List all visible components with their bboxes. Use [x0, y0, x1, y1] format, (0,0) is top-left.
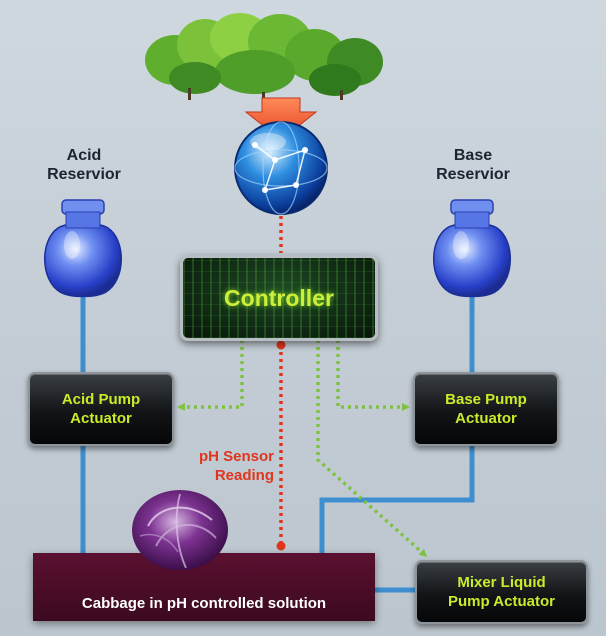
solution-label: Cabbage in pH controlled solution	[81, 595, 327, 612]
signal-to-acid-pump	[177, 340, 244, 411]
globe-network-icon	[234, 121, 328, 215]
acid-reservoir-label: Acid Reservior	[47, 147, 121, 183]
base-pump-actuator: Base Pump Actuator	[413, 372, 559, 446]
sensor-reading-label: pH Sensor Reading	[198, 448, 274, 484]
controller-label: Controller	[224, 284, 334, 311]
sensor-signal	[276, 340, 286, 551]
signal-to-mixer-pump	[316, 340, 428, 557]
jar-icon	[44, 199, 122, 298]
signal-to-base-pump	[336, 340, 410, 411]
pipes	[80, 292, 475, 593]
cabbage-icon	[132, 490, 228, 570]
jar-icon	[433, 199, 511, 298]
controller-node: Controller	[180, 255, 378, 341]
base-reservoir-label: Base Reservior	[436, 147, 510, 183]
control-signals	[177, 340, 428, 557]
mixer-liquid-pump-actuator: Mixer Liquid Pump Actuator	[415, 560, 588, 624]
pipe-base-pump-to-solution	[319, 445, 475, 553]
tree-cluster-icon	[145, 13, 383, 102]
acid-pump-actuator: Acid Pump Actuator	[28, 372, 174, 446]
